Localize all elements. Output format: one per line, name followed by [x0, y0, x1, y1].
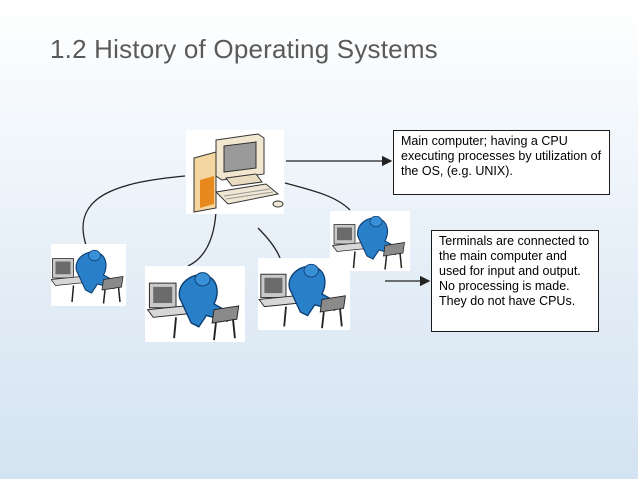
- terminal-far-right: [330, 211, 410, 271]
- terminal-center: [145, 266, 245, 342]
- cable-left-terminal: [82, 175, 186, 246]
- cable-middle-right-terminal: [257, 227, 281, 259]
- person-at-terminal-icon: [258, 263, 346, 329]
- person-at-terminal-icon: [146, 272, 240, 341]
- cable-center-terminal: [187, 211, 217, 267]
- desktop-computer-icon: [193, 133, 284, 213]
- terminal-left: [50, 244, 126, 306]
- slide-title: 1.2 History of Operating Systems: [50, 34, 438, 64]
- main-computer: [186, 130, 284, 214]
- person-at-terminal-icon: [331, 215, 405, 270]
- person-at-terminal-icon: [50, 249, 124, 304]
- cable-far-right-terminal: [284, 182, 351, 211]
- main-computer-callout: Main computer; having a CPU executing pr…: [393, 130, 610, 195]
- terminals-callout: Terminals are connected to the main comp…: [431, 230, 599, 332]
